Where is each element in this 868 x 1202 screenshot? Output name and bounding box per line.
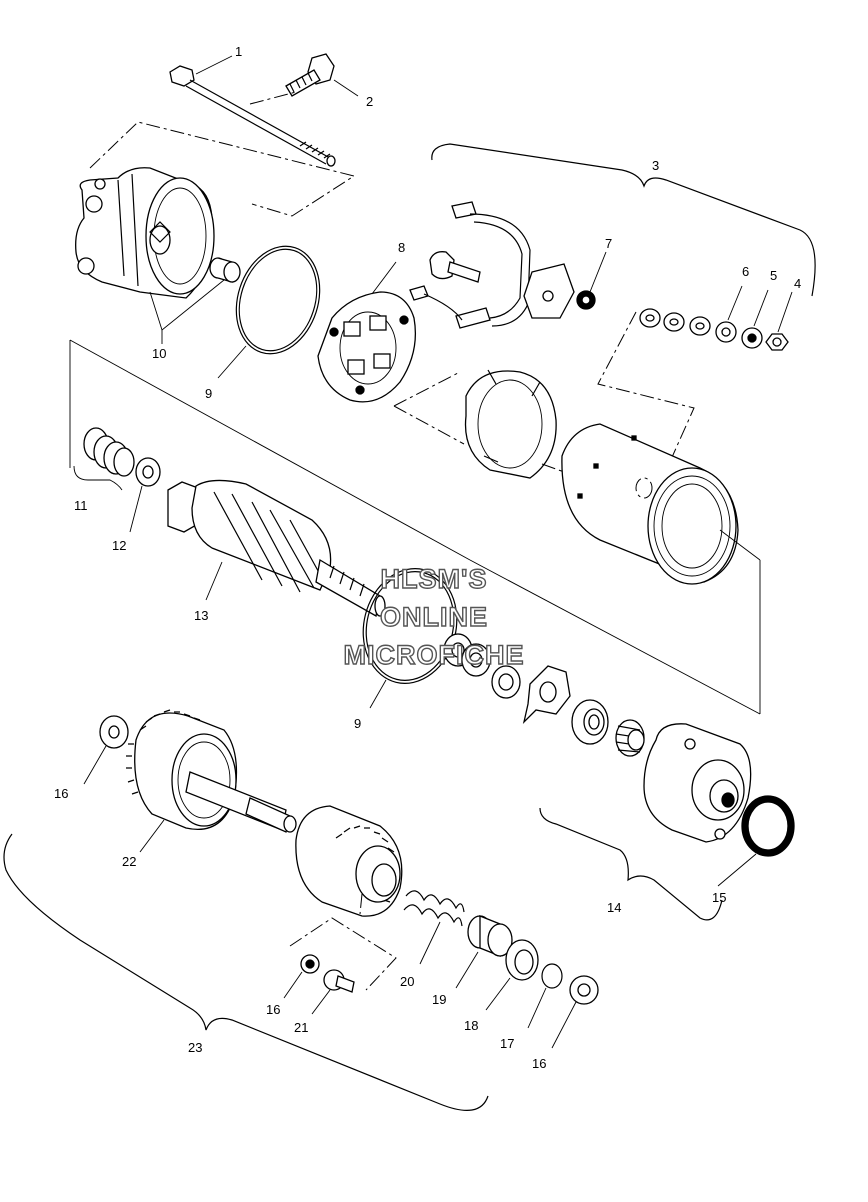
lock-washer[interactable] <box>741 327 763 349</box>
washer-16-small[interactable] <box>300 954 320 974</box>
end-frame-ring[interactable] <box>464 369 557 479</box>
callout-8: 8 <box>398 240 405 255</box>
collar[interactable] <box>467 915 513 957</box>
needle-bearing[interactable] <box>615 719 645 757</box>
callout-12: 12 <box>112 538 126 553</box>
washer-16-left[interactable] <box>99 715 129 749</box>
bearing[interactable] <box>571 699 609 745</box>
callout-9-mid: 9 <box>354 716 361 731</box>
shim-washers[interactable] <box>443 633 521 699</box>
shim-set[interactable] <box>83 427 135 477</box>
callout-19: 19 <box>432 992 446 1007</box>
callout-2: 2 <box>366 94 373 109</box>
brush-set[interactable] <box>409 201 575 329</box>
brush-holder-plate[interactable] <box>317 291 417 403</box>
o-ring-top[interactable] <box>223 235 333 364</box>
snap-ring[interactable] <box>541 963 563 989</box>
callout-1: 1 <box>235 44 242 59</box>
callout-23: 23 <box>188 1040 202 1055</box>
clutch-assembly[interactable] <box>295 805 403 917</box>
spring[interactable] <box>403 890 465 927</box>
callout-16-left: 16 <box>54 786 68 801</box>
callout-14: 14 <box>607 900 621 915</box>
pinion-shaft[interactable] <box>185 771 297 833</box>
callout-16-small: 16 <box>266 1002 280 1017</box>
callout-18: 18 <box>464 1018 478 1033</box>
front-housing[interactable] <box>643 723 752 843</box>
rear-cover[interactable] <box>75 167 215 299</box>
pin[interactable] <box>323 969 355 993</box>
callout-13: 13 <box>194 608 208 623</box>
callout-21: 21 <box>294 1020 308 1035</box>
stop-ring[interactable] <box>505 939 539 981</box>
callout-4: 4 <box>794 276 801 291</box>
reduction-gear[interactable] <box>126 709 238 830</box>
watermark-line-1: HLSM'S <box>381 564 488 594</box>
washer-16-right[interactable] <box>569 975 599 1005</box>
callout-15: 15 <box>712 890 726 905</box>
callout-16-right: 16 <box>532 1056 546 1071</box>
lock-plate[interactable] <box>522 665 571 725</box>
callout-6: 6 <box>742 264 749 279</box>
thrust-washer-12[interactable] <box>135 457 161 487</box>
callout-3: 3 <box>652 158 659 173</box>
bushing[interactable] <box>209 257 241 283</box>
watermark-line-3: MICROFICHE <box>344 640 525 670</box>
screw[interactable] <box>285 53 335 97</box>
callout-9-top: 9 <box>205 386 212 401</box>
o-ring-seal[interactable] <box>741 795 795 857</box>
through-bolt[interactable] <box>169 65 336 167</box>
callout-22: 22 <box>122 854 136 869</box>
callout-5: 5 <box>770 268 777 283</box>
callout-20: 20 <box>400 974 414 989</box>
armature[interactable] <box>167 479 386 618</box>
washer-stack[interactable] <box>639 308 737 343</box>
callout-17: 17 <box>500 1036 514 1051</box>
callout-7: 7 <box>605 236 612 251</box>
callout-10: 10 <box>152 346 166 361</box>
yoke-housing[interactable] <box>561 423 739 585</box>
washer-7[interactable] <box>576 290 596 310</box>
nut[interactable] <box>765 333 789 351</box>
callout-11: 11 <box>74 498 88 513</box>
watermark-line-2: ONLINE <box>380 602 488 632</box>
